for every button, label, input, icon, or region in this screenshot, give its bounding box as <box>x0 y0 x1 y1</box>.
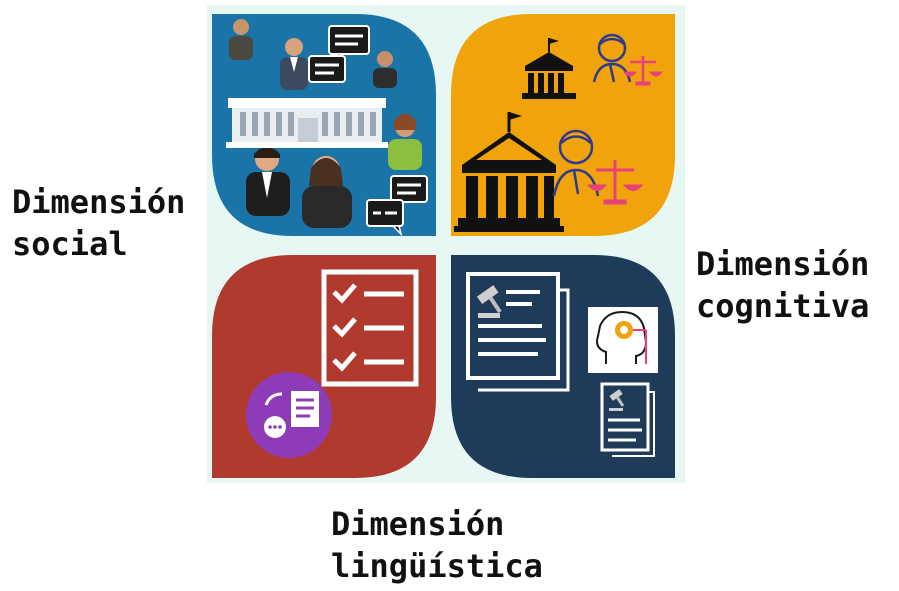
legal-document-icon <box>466 272 655 457</box>
petal-cognitive-top <box>451 14 675 236</box>
label-dimension-cognitiva: Dimensión cognitiva <box>696 243 869 327</box>
scales-of-justice-icon <box>586 56 664 205</box>
head-gear-icon <box>588 307 658 373</box>
gavel-icon <box>476 285 625 411</box>
document-chat-icon <box>246 372 332 458</box>
label-dimension-linguistica: Dimensión lingüística <box>331 503 543 587</box>
label-cognitiva-line1: Dimensión <box>696 245 870 283</box>
courthouse-icon <box>454 38 576 232</box>
label-linguistica-line2: lingüística <box>331 547 543 585</box>
business-people-icon <box>229 19 422 228</box>
label-linguistica-line1: Dimensión <box>331 505 505 543</box>
judge-icon <box>552 33 632 197</box>
checklist-icon <box>321 269 419 387</box>
label-cognitiva-line2: cognitiva <box>696 287 870 325</box>
label-social-line2: social <box>12 225 128 263</box>
speech-bubble-icon <box>308 25 428 237</box>
label-social-line1: Dimensión <box>12 183 186 221</box>
label-dimension-social: Dimensión social <box>12 181 185 265</box>
government-building-icon <box>226 98 388 148</box>
